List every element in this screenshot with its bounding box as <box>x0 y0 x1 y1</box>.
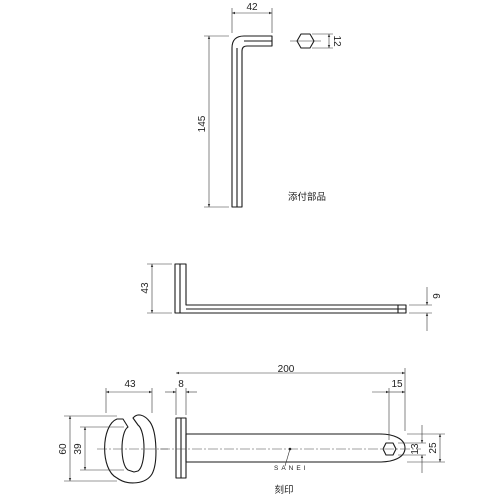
dim-13-label: 13 <box>410 443 421 455</box>
side-view: 43 6 <box>140 263 441 331</box>
dim-43-wrench-label: 43 <box>124 379 136 390</box>
attached-part-label: 添付部品 <box>288 191 326 203</box>
dim-200-label: 200 <box>278 364 295 375</box>
dim-42-label: 42 <box>246 2 258 13</box>
dim-43-label: 43 <box>140 282 151 294</box>
dim-6-label: 6 <box>430 293 441 299</box>
dim-60-label: 60 <box>58 443 69 455</box>
sanei-brand-text: SANEI <box>274 465 309 472</box>
dim-8-label: 8 <box>178 379 184 390</box>
hex-key-outline <box>231 35 273 208</box>
dim-25-label: 25 <box>428 442 439 454</box>
dim-39-label: 39 <box>73 443 84 455</box>
hex-key-view: 42 12 145 添付部品 <box>197 2 342 208</box>
wrench-jaw-head <box>104 414 157 484</box>
dim-12-label: 12 <box>331 35 342 47</box>
wrench-view: 43 8 200 15 60 39 13 <box>58 364 445 496</box>
dim-15-label: 15 <box>391 379 403 390</box>
wrench-bar <box>185 433 406 463</box>
dim-145-label: 145 <box>197 115 208 132</box>
marking-label: 刻印 <box>274 484 293 496</box>
l-bar-outline <box>174 263 407 314</box>
marking-leader <box>284 448 291 467</box>
